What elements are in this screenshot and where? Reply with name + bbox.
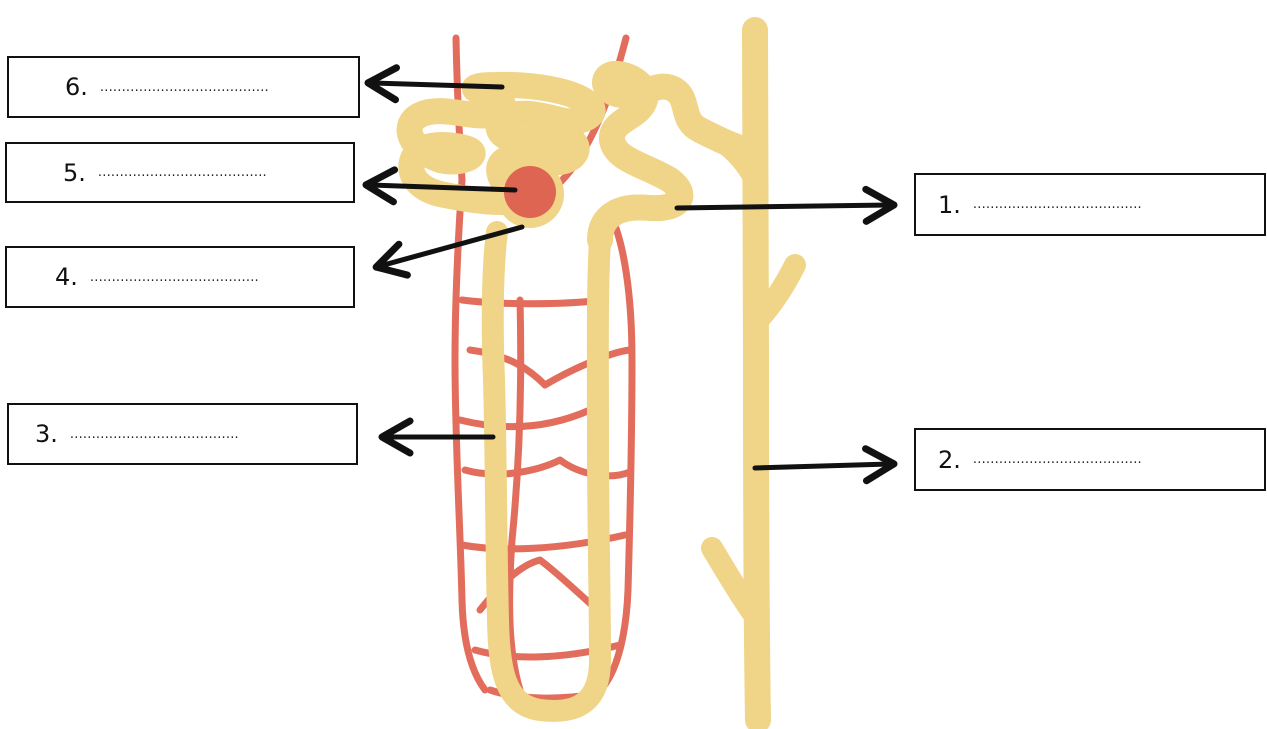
answer-blank: .......................................	[70, 427, 239, 442]
label-number: 2.	[938, 446, 961, 474]
label-number: 4.	[55, 263, 78, 291]
label-number: 3.	[35, 420, 58, 448]
label-number: 6.	[65, 73, 88, 101]
arrow-to-label-2	[755, 464, 890, 468]
answer-blank: .......................................	[973, 197, 1142, 212]
label-number: 1.	[938, 191, 961, 219]
nephron-tubule	[410, 30, 795, 720]
label-box-3[interactable]: 3. .....................................…	[7, 403, 358, 465]
label-box-2[interactable]: 2. .....................................…	[914, 428, 1266, 491]
arrow-to-label-1	[677, 205, 890, 208]
label-number: 5.	[63, 159, 86, 187]
label-box-5[interactable]: 5. .....................................…	[5, 142, 355, 203]
label-box-6[interactable]: 6. .....................................…	[7, 56, 360, 118]
label-box-1[interactable]: 1. .....................................…	[914, 173, 1266, 236]
capillary-rung	[460, 410, 590, 427]
answer-blank: .......................................	[98, 165, 267, 180]
answer-blank: .......................................	[90, 270, 259, 285]
answer-blank: .......................................	[973, 452, 1142, 467]
answer-blank: .......................................	[100, 80, 269, 95]
label-box-4[interactable]: 4. .....................................…	[5, 246, 355, 308]
